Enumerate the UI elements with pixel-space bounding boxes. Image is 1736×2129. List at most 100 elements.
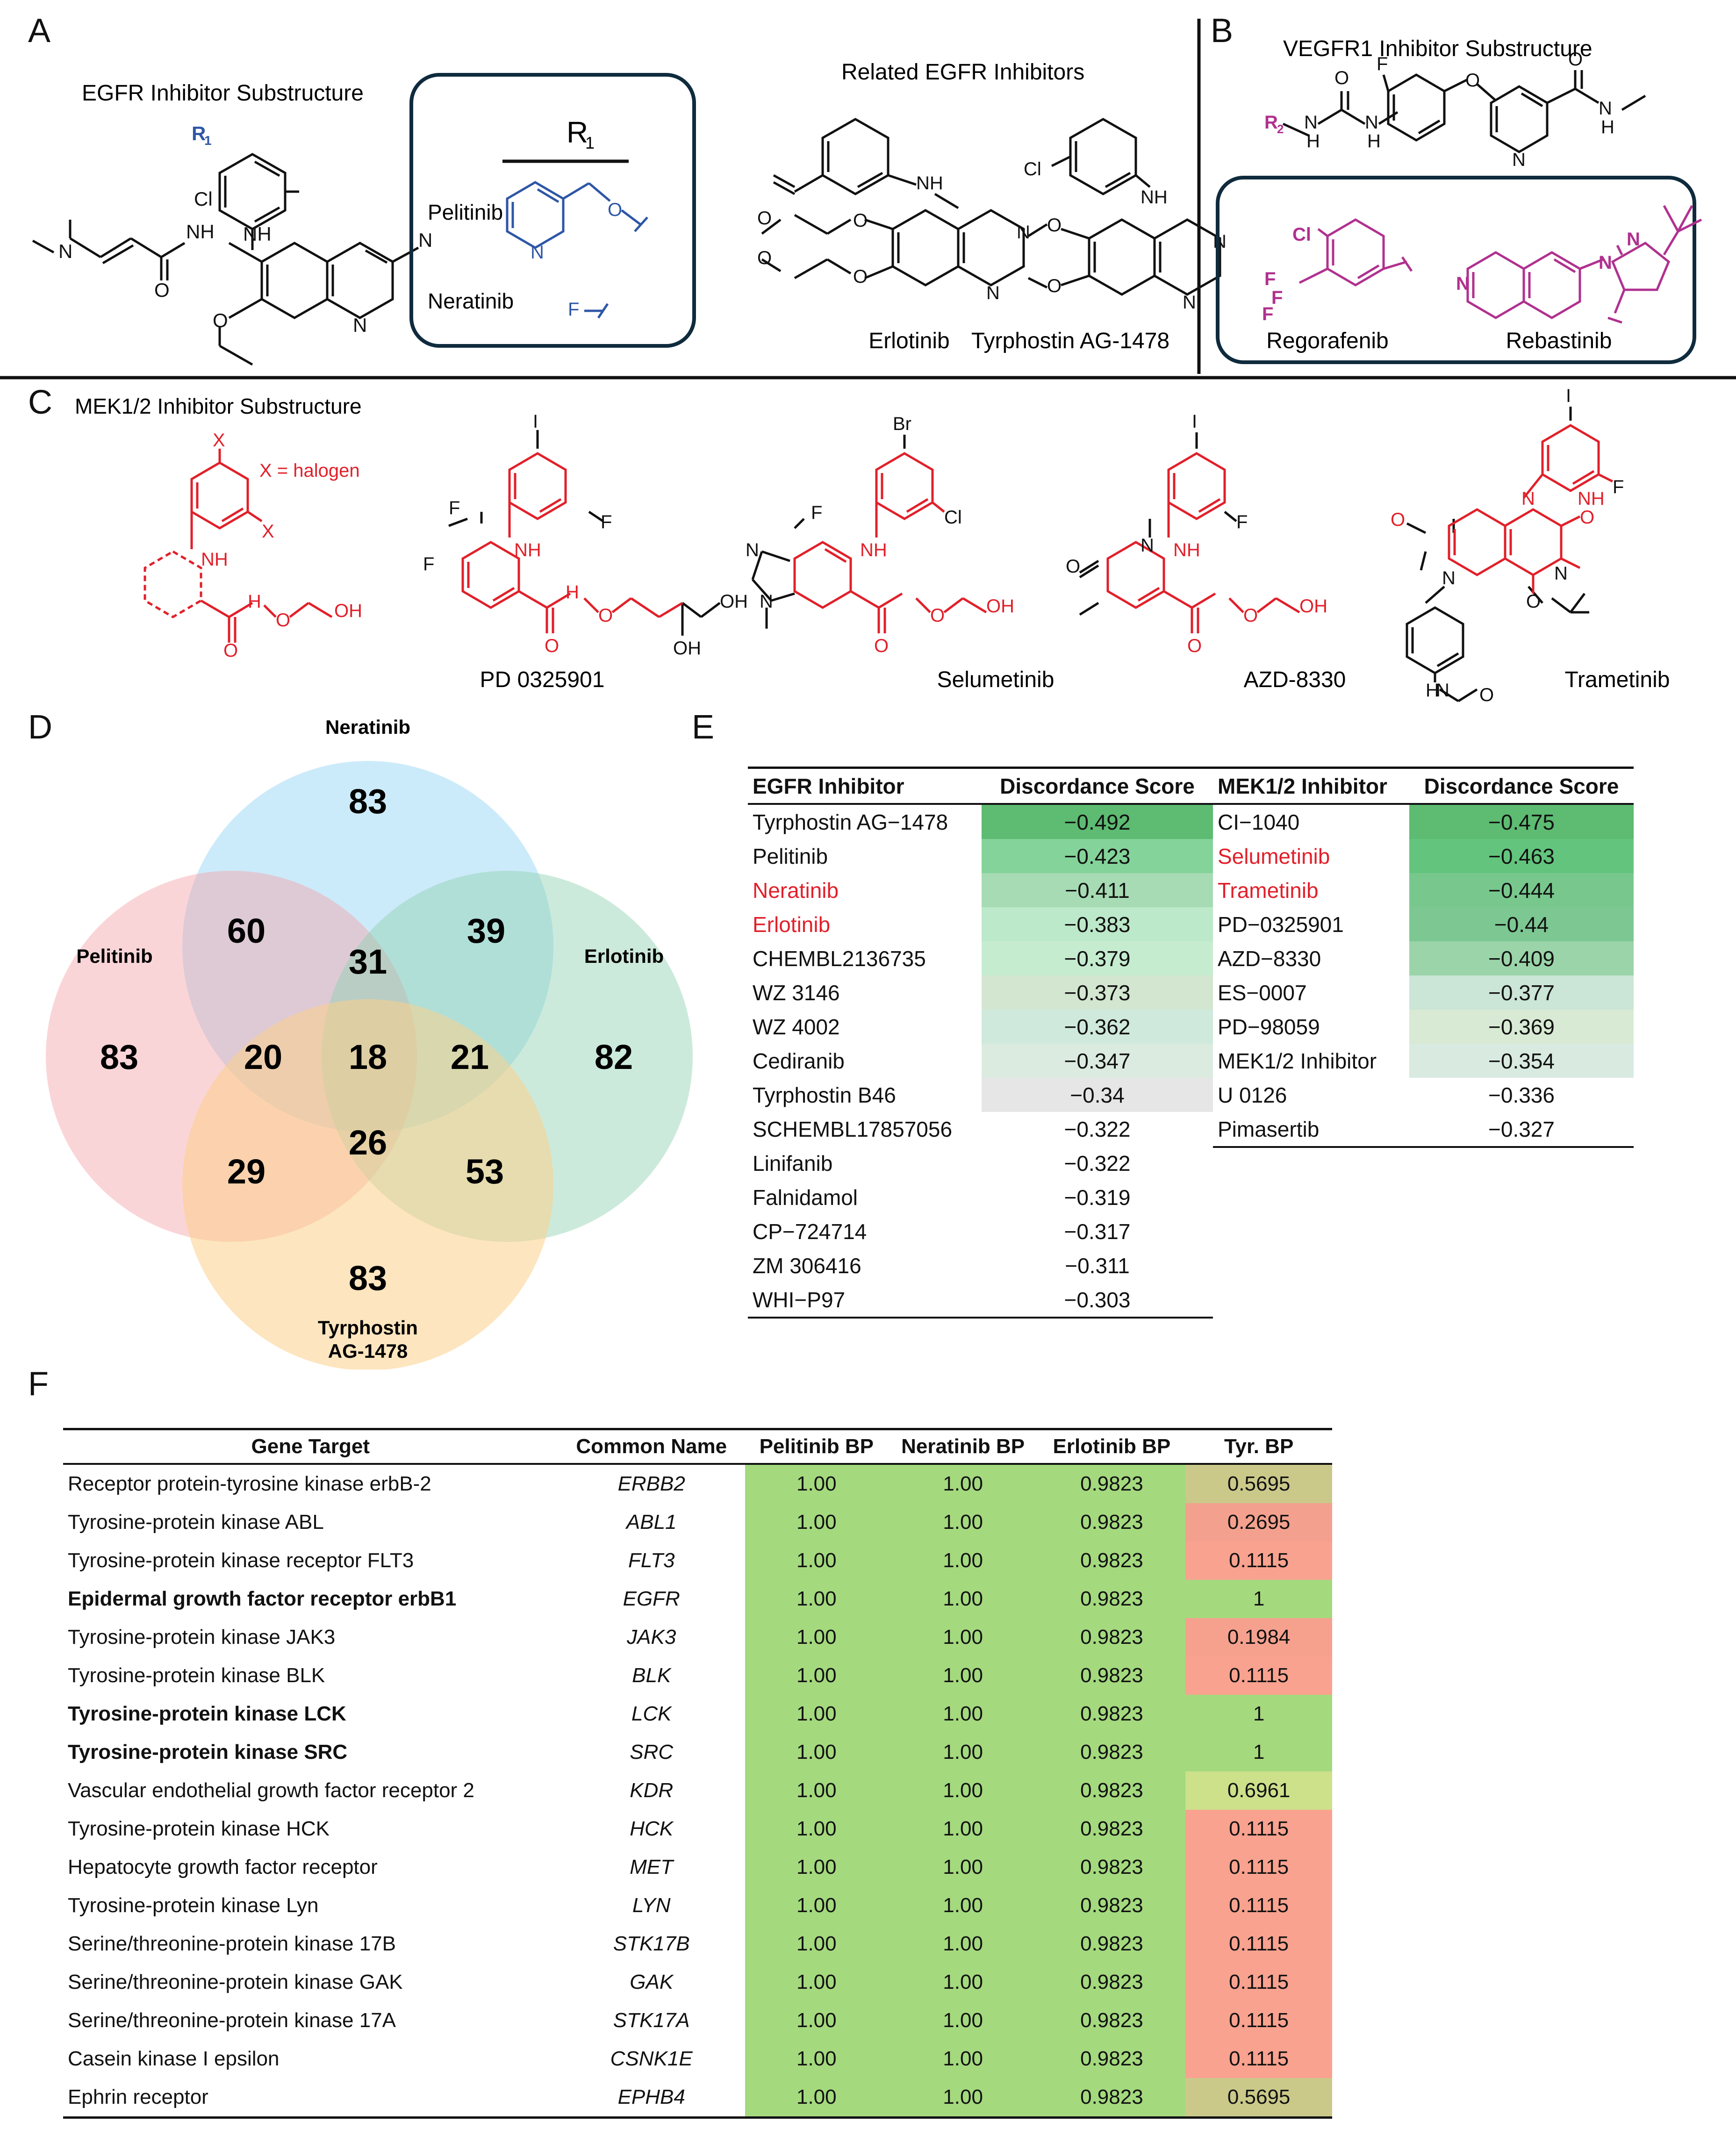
mek-inhibitor-name: CI−1040: [1218, 810, 1300, 834]
erlotinib-bp: 0.9823: [1038, 1771, 1186, 1810]
svg-text:O: O: [757, 208, 772, 229]
egfr-inhibitor-name: Tyrphostin AG−1478: [753, 810, 948, 834]
vegfr1-title: VEGFR1 Inhibitor Substructure: [1283, 36, 1593, 61]
halogen-note: X = halogen: [259, 460, 360, 481]
selumetinib-atoms: Br Cl F N N NH O O OH: [746, 414, 1014, 656]
gene-target: Receptor protein-tyrosine kinase erbB-2: [68, 1472, 431, 1495]
atom-n-ring: N: [353, 314, 367, 336]
mek-inhibitor-name: PD−0325901: [1218, 912, 1344, 937]
erlotinib-bp: 0.9823: [1038, 2078, 1186, 2119]
svg-text:O: O: [1334, 68, 1349, 88]
mek-substructure-molecule: [143, 449, 333, 643]
erlotinib-bp: 0.9823: [1038, 1810, 1186, 1848]
erlotinib-bp: 0.9823: [1038, 1733, 1186, 1771]
panel-letter-d: D: [28, 709, 52, 746]
pelitinib-bp: 1.00: [745, 1963, 888, 2001]
common-name: CSNK1E: [610, 2047, 693, 2070]
mek-inhibitor-name: AZD−8330: [1218, 946, 1321, 971]
atom-nh-amide: NH: [186, 221, 215, 243]
tyr-bp: 0.1115: [1185, 1656, 1332, 1695]
tyr-bp: 0.1115: [1185, 1963, 1332, 2001]
gene-target: Ephrin receptor: [63, 2078, 558, 2119]
mek-inhibitor-name: MEK1/2 Inhibitor: [1218, 1048, 1377, 1073]
atom-o-carbonyl: O: [154, 279, 170, 301]
erlotinib-bp: 0.9823: [1038, 1656, 1186, 1695]
pelitinib-bp: 1.00: [745, 1503, 888, 1541]
tyr-bp: 0.6961: [1185, 1771, 1332, 1810]
col-gene-target: Gene Target: [63, 1428, 558, 1465]
pelitinib-bp: 1.00: [745, 1541, 888, 1580]
svg-text:O: O: [757, 248, 772, 268]
svg-text:OH: OH: [673, 638, 701, 659]
mek-inhibitor-name: PD−98059: [1218, 1014, 1320, 1039]
pd0325901-label: PD 0325901: [480, 667, 605, 692]
erlotinib-bp: 0.9823: [1038, 1580, 1186, 1618]
egfr-inhibitor-name: WZ 3146: [753, 980, 840, 1005]
neratinib-bp: 1.00: [888, 1733, 1038, 1771]
egfr-inhibitor-name: SCHEMBL17857056: [753, 1117, 953, 1141]
svg-text:Cl: Cl: [944, 507, 962, 528]
egfr-table-row: Cediranib −0.347: [748, 1044, 1213, 1078]
mek-substructure-atoms: X X X = halogen NH H N O OH O: [201, 430, 362, 661]
svg-text:NH: NH: [1578, 488, 1605, 509]
tyr-bp: 0.1115: [1185, 1848, 1332, 1886]
svg-text:F: F: [449, 498, 460, 518]
egfr-discordance-score: −0.347: [982, 1044, 1213, 1078]
mek-discordance-score: −0.327: [1488, 1117, 1555, 1141]
tyr-bp: 0.1115: [1185, 1541, 1332, 1580]
svg-text:N: N: [1554, 563, 1568, 584]
tyrphostin-molecule: [1027, 118, 1221, 296]
regorafenib-atoms: Cl F F F: [1262, 224, 1311, 324]
egfr-table-row: WHI−P97−0.303: [748, 1283, 1213, 1318]
pelitinib-bp: 1.00: [745, 1848, 888, 1886]
egfr-inhibitor-name: Tyrphostin B46: [753, 1082, 896, 1107]
mek-table-row: CI−1040−0.475: [1213, 804, 1634, 839]
pelitinib-bp: 1.00: [745, 1771, 888, 1810]
egfr-discordance-score: −0.379: [982, 941, 1213, 975]
rebastinib-atoms: N N N: [1456, 229, 1640, 294]
mek-table-row: U 0126−0.336: [1213, 1078, 1634, 1112]
erlotinib-bp: 0.9823: [1038, 2001, 1186, 2040]
col-erlotinib-bp: Erlotinib BP: [1038, 1428, 1186, 1465]
atom-cl: Cl: [194, 188, 213, 210]
erlotinib-bp: 0.9823: [1038, 1695, 1186, 1733]
mek-table-row: PD−98059−0.369: [1213, 1010, 1634, 1044]
gene-target: Tyrosine-protein kinase ABL: [68, 1511, 324, 1534]
svg-text:OH: OH: [986, 596, 1014, 616]
mek-table-row: Selumetinib−0.463: [1213, 839, 1634, 873]
svg-text:F: F: [1271, 287, 1283, 308]
venn-label-erlotinib: Erlotinib: [584, 945, 664, 967]
rebastinib-fragment: [1466, 205, 1702, 324]
svg-text:N: N: [1627, 229, 1640, 250]
venn-count-pelitinib-only: 83: [100, 1038, 138, 1076]
common-name: ERBB2: [617, 1472, 685, 1495]
egfr-substructure-molecule: [32, 153, 419, 366]
neratinib-bp: 1.00: [888, 1580, 1038, 1618]
col-pelitinib-bp: Pelitinib BP: [745, 1428, 888, 1465]
svg-text:O: O: [853, 266, 868, 287]
tyr-bp: 1: [1185, 1733, 1332, 1771]
egfr-table-row: SCHEMBL17857056−0.322: [748, 1112, 1213, 1146]
gene-target: Serine/threonine-protein kinase GAK: [68, 1971, 403, 1993]
svg-text:2: 2: [1277, 122, 1284, 136]
mek-inhibitor-name: U 0126: [1218, 1082, 1287, 1107]
pd0325901-molecule: [448, 430, 721, 636]
egfr-inhibitor-name: Cediranib: [753, 1048, 845, 1073]
mek-table-row: AZD−8330−0.409: [1213, 941, 1634, 975]
mek-table-row: ES−0007−0.377: [1213, 975, 1634, 1010]
pelitinib-bp: 1.00: [745, 1618, 888, 1656]
gene-target: Tyrosine-protein kinase HCK: [68, 1817, 330, 1840]
svg-text:O: O: [598, 605, 613, 626]
venn-count-pel-tyr: 29: [227, 1152, 265, 1191]
common-name: SRC: [630, 1741, 674, 1763]
neratinib-r1-fragment: [584, 303, 609, 319]
svg-text:O: O: [930, 605, 945, 626]
target-bp-table: Gene Target Common Name Pelitinib BP Ner…: [63, 1428, 1332, 2119]
regorafenib-label: Regorafenib: [1266, 329, 1389, 353]
venn-label-ag1478: AG-1478: [328, 1340, 408, 1362]
